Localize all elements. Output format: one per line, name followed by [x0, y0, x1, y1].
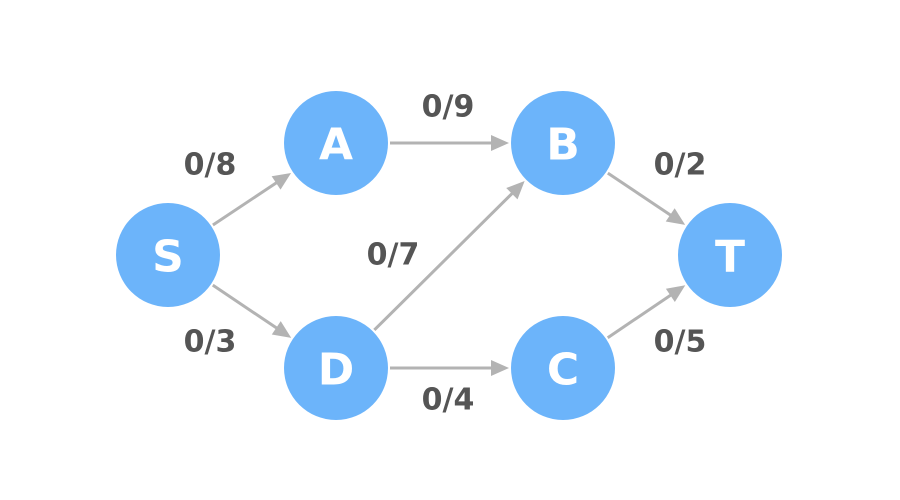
node-a: A	[284, 91, 388, 195]
node-circle	[284, 316, 388, 420]
node-s: S	[116, 203, 220, 307]
arrowhead-icon	[665, 208, 686, 225]
node-label-b: B	[546, 120, 580, 171]
arrowhead-icon	[491, 360, 509, 376]
node-circle	[116, 203, 220, 307]
node-label-c: C	[547, 345, 579, 396]
edge-label-S-A: 0/8	[184, 148, 237, 183]
node-t: T	[678, 203, 782, 307]
edge-label-D-C: 0/4	[422, 383, 475, 418]
edge-line	[607, 171, 673, 218]
nodes-layer: S A D B C T	[116, 91, 782, 420]
edge-C-T	[606, 285, 686, 339]
node-circle	[678, 203, 782, 307]
edge-A-B	[390, 135, 509, 151]
node-circle	[511, 316, 615, 420]
node-label-a: A	[319, 120, 353, 171]
node-label-t: T	[715, 232, 745, 283]
arrowhead-icon	[665, 285, 686, 302]
arrowhead-icon	[506, 181, 525, 200]
edge-line	[373, 191, 515, 332]
edge-line	[212, 180, 279, 227]
edge-line	[211, 283, 279, 331]
node-label-s: S	[152, 232, 184, 283]
edge-D-B	[373, 181, 525, 332]
arrowhead-icon	[491, 135, 509, 151]
edge-label-B-T: 0/2	[654, 148, 707, 183]
edge-S-A	[212, 172, 292, 227]
edges-layer	[211, 135, 686, 376]
node-c: C	[511, 316, 615, 420]
edge-B-T	[607, 171, 686, 225]
edge-line	[606, 292, 673, 339]
edge-label-A-B: 0/9	[422, 90, 475, 125]
node-label-d: D	[318, 345, 355, 396]
edge-S-D	[211, 283, 292, 338]
edge-label-C-T: 0/5	[654, 325, 707, 360]
edge-D-C	[390, 360, 509, 376]
arrowhead-icon	[271, 321, 292, 338]
edge-label-S-D: 0/3	[184, 325, 237, 360]
node-circle	[284, 91, 388, 195]
node-d: D	[284, 316, 388, 420]
node-circle	[511, 91, 615, 195]
arrowhead-icon	[271, 172, 292, 190]
edge-labels-layer: 0/8 0/3 0/9 0/7 0/4 0/2 0/5	[184, 90, 707, 418]
edge-label-D-B: 0/7	[367, 238, 420, 273]
node-b: B	[511, 91, 615, 195]
